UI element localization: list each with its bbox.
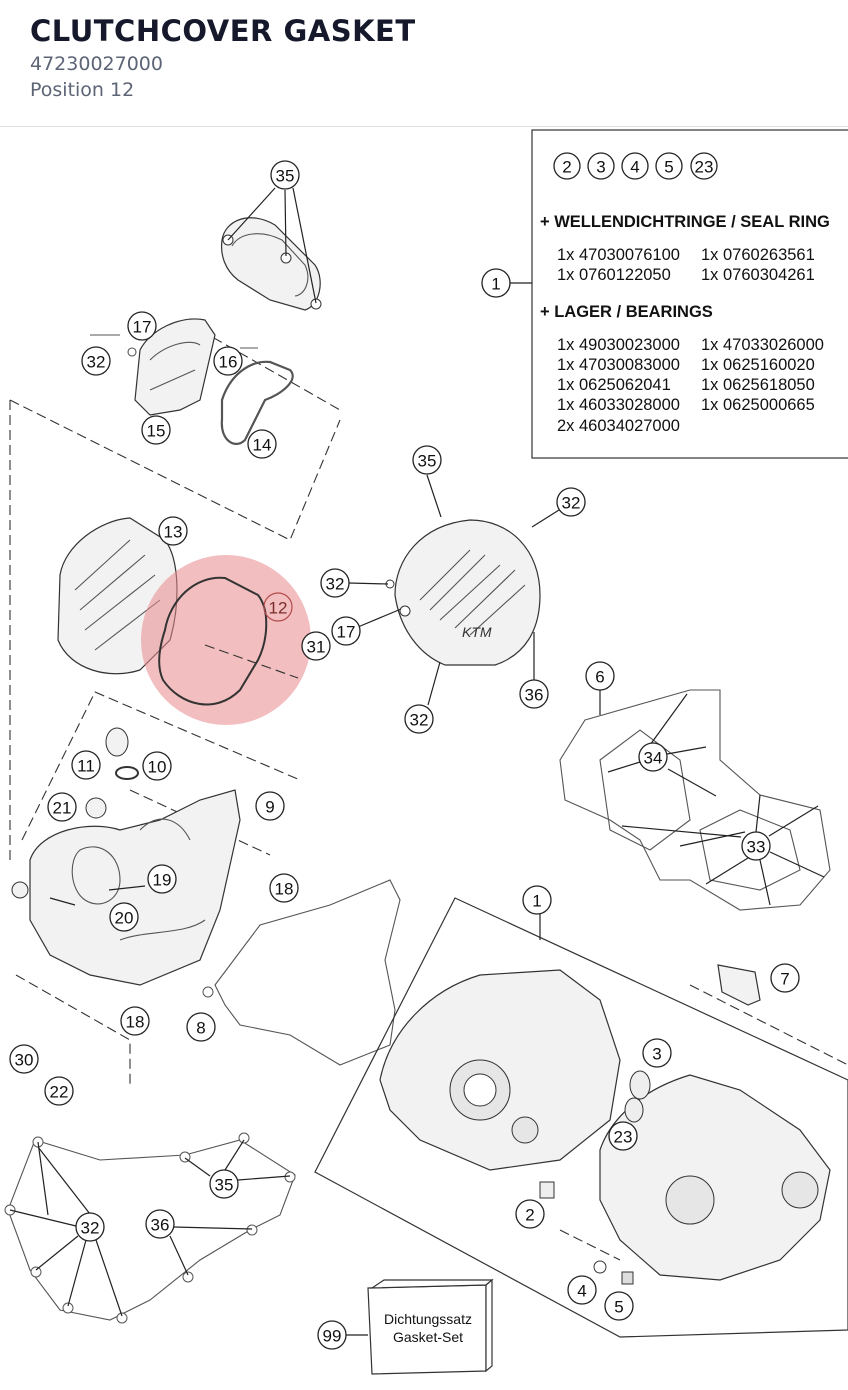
water-pump-cover	[90, 217, 322, 445]
gasket-set-label-de: Dichtungssatz	[384, 1311, 472, 1327]
ktm-logo: KTM	[462, 624, 492, 640]
callout-4: 4	[577, 1282, 586, 1301]
info-box: 2 3 4 5 23 + WELLENDICHTRINGE / SEAL RIN…	[510, 129, 848, 459]
callout-13: 13	[164, 523, 183, 542]
info-symbol: 4	[630, 158, 639, 177]
callout-17: 17	[133, 318, 152, 337]
callout-32: 32	[81, 1219, 100, 1238]
callout-11: 11	[77, 757, 95, 776]
callout-21: 21	[53, 799, 72, 818]
callout-10: 10	[148, 758, 167, 777]
cylinder-gasket-outline	[559, 689, 831, 911]
callout-33: 33	[747, 838, 766, 857]
callout-22: 22	[50, 1083, 69, 1102]
callout-34: 34	[644, 749, 663, 768]
callout-32: 32	[410, 711, 429, 730]
crankcase-gasket-outline	[202, 879, 401, 1066]
bearing-item: 1x 0625160020	[701, 356, 815, 374]
callout-35: 35	[215, 1176, 234, 1195]
callout-99: 99	[323, 1327, 342, 1346]
callout-35: 35	[276, 167, 295, 186]
highlight-label: 12	[269, 599, 288, 618]
callout-17: 17	[337, 623, 356, 642]
callout-markers: 35 17 32 16 15 14 13 35 32 32 17 31 36 3…	[9, 160, 800, 1321]
callout-9: 9	[265, 798, 274, 817]
bearings-heading: + LAGER / BEARINGS	[540, 303, 713, 321]
part-position: Position 12	[30, 79, 135, 101]
seal-ring-item: 1x 0760304261	[701, 266, 815, 284]
callout-16: 16	[219, 353, 238, 372]
gasket-set-box: Dichtungssatz Gasket-Set 99	[317, 1278, 494, 1375]
callout-1: 1	[532, 892, 541, 911]
callout-18: 18	[126, 1013, 145, 1032]
callout-8: 8	[196, 1019, 205, 1038]
bearing-item: 1x 0625000665	[701, 396, 815, 414]
callout-5: 5	[614, 1298, 623, 1317]
seal-ring-heading: + WELLENDICHTRINGE / SEAL RING	[540, 213, 830, 231]
callout-32: 32	[87, 353, 106, 372]
callout-32: 32	[326, 575, 345, 594]
callout-23: 23	[614, 1128, 633, 1147]
leader-lines	[9, 187, 825, 1317]
clutchcover-gasket-highlight: 12	[141, 555, 311, 725]
callout-36: 36	[525, 686, 544, 705]
crankcase-assembly	[314, 897, 848, 1338]
callout-31: 31	[307, 638, 326, 657]
page-header: CLUTCHCOVER GASKET 47230027000 Position …	[0, 0, 848, 127]
bearing-item: 1x 49030023000	[557, 336, 680, 354]
ignition-cover: KTM	[385, 519, 541, 666]
callout-1: 1	[491, 275, 500, 294]
callout-20: 20	[115, 909, 134, 928]
callout-2: 2	[525, 1206, 534, 1225]
info-symbol: 3	[596, 158, 605, 177]
callout-36: 36	[151, 1216, 170, 1235]
callout-18: 18	[275, 880, 294, 899]
info-symbol: 5	[664, 158, 673, 177]
callout-3: 3	[652, 1045, 661, 1064]
callout-32: 32	[562, 494, 581, 513]
bearing-item: 2x 46034027000	[557, 417, 680, 435]
callout-19: 19	[153, 871, 172, 890]
callout-7: 7	[780, 970, 789, 989]
callout-6: 6	[595, 668, 604, 687]
exploded-view-diagram: 2 3 4 5 23 + WELLENDICHTRINGE / SEAL RIN…	[4, 129, 848, 1375]
callout-35: 35	[418, 452, 437, 471]
left-crankcase-cover	[11, 727, 241, 986]
part-title: CLUTCHCOVER GASKET	[30, 14, 416, 48]
seal-ring-item: 1x 0760263561	[701, 246, 815, 264]
seal-ring-item: 1x 47030076100	[557, 246, 680, 264]
gasket-set-label-en: Gasket-Set	[393, 1329, 463, 1345]
info-symbol: 2	[562, 158, 571, 177]
callout-30: 30	[15, 1051, 34, 1070]
callout-14: 14	[253, 436, 272, 455]
bearing-item: 1x 46033028000	[557, 396, 680, 414]
bearing-item: 1x 0625618050	[701, 376, 815, 394]
bearing-item: 1x 0625062041	[557, 376, 671, 394]
bearing-item: 1x 47030083000	[557, 356, 680, 374]
callout-15: 15	[147, 422, 166, 441]
info-symbol: 23	[695, 158, 714, 177]
part-number: 47230027000	[30, 53, 163, 75]
seal-ring-item: 1x 0760122050	[557, 266, 671, 284]
bearing-item: 1x 47033026000	[701, 336, 824, 354]
